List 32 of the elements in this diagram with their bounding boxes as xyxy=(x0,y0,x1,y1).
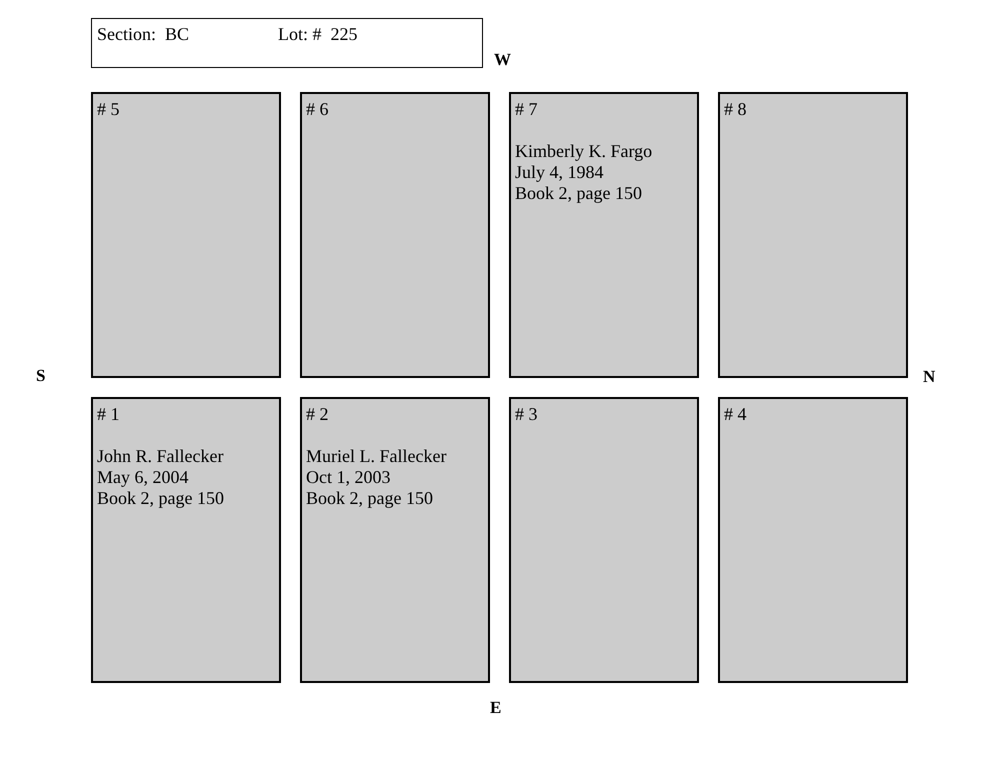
plot-number: # 8 xyxy=(724,99,746,120)
plot-number: # 5 xyxy=(97,99,120,120)
plot-box xyxy=(718,92,908,378)
plot-entry: Kimberly K. Fargo xyxy=(515,141,652,162)
plot-number: # 4 xyxy=(724,404,746,425)
compass-label: N xyxy=(923,367,936,387)
compass-label: E xyxy=(490,698,502,718)
plot-entry: Book 2, page 150 xyxy=(515,183,642,204)
lot-text: Lot: # 225 xyxy=(278,23,358,45)
plot-box xyxy=(509,397,699,683)
plot-box xyxy=(91,92,281,378)
plot-box xyxy=(300,397,490,683)
plot-box xyxy=(91,397,281,683)
plot-number: # 2 xyxy=(306,404,328,425)
section-text: Section: BC xyxy=(97,23,190,45)
plot-box xyxy=(718,397,908,683)
plot-box xyxy=(300,92,490,378)
plot-entry: May 6, 2004 xyxy=(97,467,188,488)
plot-entry: Oct 1, 2003 xyxy=(306,467,390,488)
plot-entry: Muriel L. Fallecker xyxy=(306,446,446,467)
plot-number: # 6 xyxy=(306,99,328,120)
plot-number: # 3 xyxy=(515,404,538,425)
header-box xyxy=(91,18,483,68)
plot-number: # 7 xyxy=(515,99,538,120)
plot-entry: July 4, 1984 xyxy=(515,162,604,183)
plot-entry: Book 2, page 150 xyxy=(97,488,224,509)
compass-label: W xyxy=(494,50,511,70)
compass-label: S xyxy=(36,366,46,386)
plot-entry: John R. Fallecker xyxy=(97,446,224,467)
plot-entry: Book 2, page 150 xyxy=(306,488,433,509)
plot-number: # 1 xyxy=(97,404,120,425)
plot-box xyxy=(509,92,699,378)
